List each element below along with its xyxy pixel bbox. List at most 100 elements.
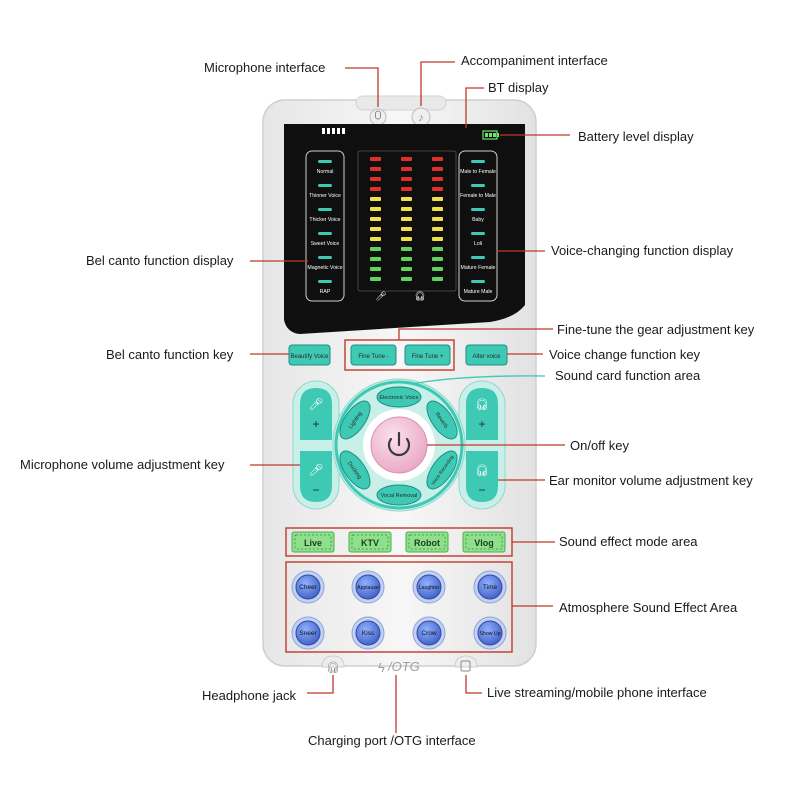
callout-leaders — [250, 61, 570, 733]
electronic-voice-key[interactable]: Electronic Voice — [376, 386, 422, 408]
meter-led — [432, 177, 443, 181]
mode-button-vlog[interactable]: Vlog — [462, 531, 506, 553]
meter-led — [370, 167, 381, 171]
meter-led — [432, 237, 443, 241]
callout-atmosphere-sound-effect-area: Atmosphere Sound Effect Area — [559, 600, 738, 615]
charging-otg-port[interactable]: ϟ /OTG — [378, 659, 420, 675]
mic-volume-down-key[interactable] — [300, 451, 332, 502]
phone-icon — [460, 660, 471, 672]
ear-volume-up-key[interactable] — [466, 388, 498, 440]
mic-down-icon: 🎤︎ — [308, 463, 323, 477]
meter-led — [432, 277, 443, 281]
voice-change-mode-label: Mature Male — [464, 289, 493, 295]
voice-change-mode-indicator — [471, 232, 485, 235]
power-button[interactable] — [370, 416, 428, 474]
meter-led — [401, 247, 412, 251]
headphone-jack-icon: 🎧︎ — [326, 661, 340, 674]
mode-button-live[interactable]: Live — [291, 531, 335, 553]
atmosphere-area-highlight — [285, 561, 513, 653]
bel-canto-mode-label: RAP — [320, 289, 331, 295]
voice-change-mode-label: Mature Female — [461, 265, 496, 271]
ear-volume-down-key[interactable] — [466, 451, 498, 502]
atmosphere-button-sneer[interactable]: Sneer — [291, 616, 325, 650]
atmosphere-button-show-up[interactable]: Show Up — [473, 616, 507, 650]
atmosphere-button-applause[interactable]: Applause — [351, 570, 385, 604]
bel-canto-mode-label: Sweet Voice — [311, 241, 340, 247]
atmosphere-button-label: Time — [483, 584, 498, 591]
bel-canto-mode-label: Thinner Voice — [309, 193, 341, 199]
meter-led — [432, 227, 443, 231]
mic-volume-pill: 🎤︎ + 🎤︎ − — [292, 380, 340, 510]
vocal-removal-label: Vocal Removal — [381, 493, 418, 499]
meter-led — [401, 197, 412, 201]
device-top-jack-bump — [355, 95, 447, 111]
fine-tune-minus-key[interactable]: Fine Tune - — [350, 344, 397, 366]
meter-led — [401, 207, 412, 211]
lighting-key[interactable]: Lighting — [334, 396, 376, 444]
microphone-jack[interactable] — [369, 108, 387, 126]
music-note-icon: ♪ — [418, 112, 424, 124]
meter-led — [432, 187, 443, 191]
meter-led — [401, 237, 412, 241]
voice-change-mode-label: Loli — [474, 241, 482, 247]
atmosphere-button-time[interactable]: Time — [473, 570, 507, 604]
accompaniment-jack[interactable]: ♪ — [411, 107, 431, 127]
voice-change-mode-indicator — [471, 256, 485, 259]
atmosphere-button-label: Applause — [357, 585, 379, 591]
ducking-key[interactable]: Ducking — [334, 446, 376, 494]
meter-mic-icon: 🎤︎ — [375, 291, 386, 301]
callout-microphone-volume-key: Microphone volume adjustment key — [20, 457, 225, 472]
meter-led — [432, 247, 443, 251]
voice-change-mode-indicator — [471, 184, 485, 187]
meter-led — [370, 207, 381, 211]
atmosphere-button-kiss[interactable]: Kiss — [351, 616, 385, 650]
callout-voice-changing-function-display: Voice-changing function display — [551, 243, 734, 258]
voice-change-mode-label: Baby — [472, 217, 484, 223]
beautify-voice-key[interactable]: Beautify Voice — [288, 344, 331, 366]
callout-voice-change-function-key: Voice change function key — [549, 347, 701, 362]
atmosphere-button-label: Laughter — [419, 585, 440, 591]
headphone-up-icon: 🎧︎ — [475, 398, 489, 411]
bel-canto-mode-indicator — [318, 256, 332, 259]
meter-led — [401, 267, 412, 271]
meter-led — [370, 267, 381, 271]
mode-button-label: KTV — [361, 538, 379, 548]
atmosphere-button-laughter[interactable]: Laughter — [412, 570, 446, 604]
atmosphere-button-cheer[interactable]: Cheer — [291, 570, 325, 604]
bel-canto-mode-indicator — [318, 208, 332, 211]
meter-led — [370, 257, 381, 261]
atmosphere-button-crow[interactable]: Crow — [412, 616, 446, 650]
fine-tune-minus-label: Fine Tune - — [358, 354, 388, 360]
mode-button-ktv[interactable]: KTV — [348, 531, 392, 553]
level-meter — [370, 157, 443, 281]
meter-led — [370, 227, 381, 231]
bel-canto-mode-indicator — [318, 232, 332, 235]
callout-bt-display: BT display — [488, 80, 549, 95]
callout-fine-tune-key: Fine-tune the gear adjustment key — [557, 322, 755, 337]
meter-led — [401, 157, 412, 161]
fine-tune-plus-key[interactable]: Fine Tune + — [404, 344, 451, 366]
meter-led — [432, 257, 443, 261]
alter-voice-key[interactable]: Alter voice — [465, 344, 508, 366]
callout-bel-canto-function-display: Bel canto function display — [86, 253, 234, 268]
mode-button-label: Live — [304, 538, 322, 548]
vocal-removal-key[interactable]: Vocal Removal — [376, 484, 422, 506]
callout-sound-effect-mode-area: Sound effect mode area — [559, 534, 698, 549]
meter-led — [370, 217, 381, 221]
atmosphere-button-label: Sneer — [299, 630, 317, 637]
meter-led — [370, 177, 381, 181]
callout-ear-monitor-volume-key: Ear monitor volume adjustment key — [549, 473, 753, 488]
voice-change-mode-label: Male to Female — [460, 169, 496, 175]
reverb-key[interactable]: Reverb — [421, 396, 463, 444]
meter-led — [432, 217, 443, 221]
meter-led — [401, 277, 412, 281]
fine-tune-plus-label: Fine Tune + — [412, 354, 444, 360]
headphone-jack-port[interactable]: 🎧︎ — [321, 655, 345, 674]
callout-microphone-interface: Microphone interface — [204, 60, 326, 75]
live-streaming-port[interactable] — [454, 655, 478, 672]
bel-canto-mode-label: Normal — [317, 169, 334, 175]
mic-volume-up-key[interactable] — [300, 388, 332, 440]
mode-button-robot[interactable]: Robot — [405, 531, 449, 553]
